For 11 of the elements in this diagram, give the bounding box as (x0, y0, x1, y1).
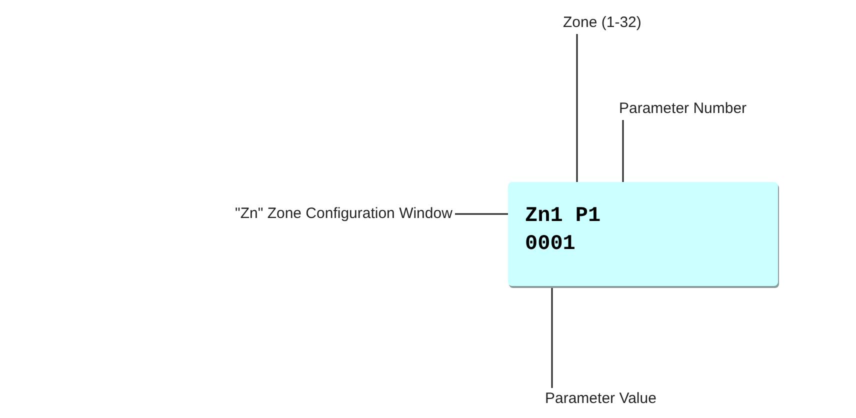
display-text: Zn1 P1 (525, 204, 601, 230)
callout-label: Parameter Value (545, 390, 656, 408)
lcd-display (508, 182, 778, 286)
callout-label: Parameter Number (619, 100, 747, 118)
display-text: 0001 (525, 232, 576, 258)
leader-line (576, 34, 578, 182)
leader-line (455, 213, 508, 215)
leader-line (622, 120, 624, 182)
callout-label: "Zn" Zone Configuration Window (235, 205, 452, 223)
leader-line (551, 286, 553, 388)
callout-label: Zone (1-32) (563, 14, 642, 32)
